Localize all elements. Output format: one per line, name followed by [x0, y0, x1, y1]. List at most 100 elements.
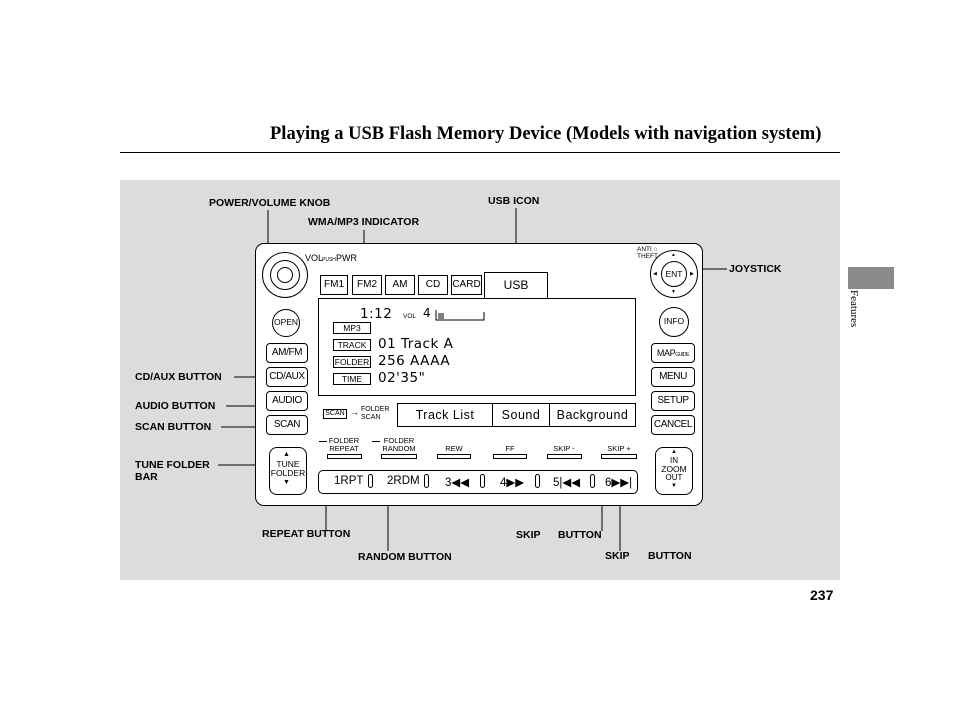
guide-label: GUIDE	[675, 352, 690, 358]
format-indicator: MP3	[333, 322, 371, 334]
callout-scan-button: SCAN BUTTON	[135, 421, 212, 433]
soft-key-6[interactable]	[601, 454, 637, 459]
soft-key-1[interactable]	[327, 454, 362, 459]
menu-track-list[interactable]: Track List	[397, 403, 493, 427]
section-tab	[848, 267, 894, 289]
page-number: 237	[810, 587, 834, 603]
tune-label: TUNE	[276, 459, 300, 469]
soft-label-skip-plus: SKIP +	[607, 444, 631, 453]
setup-button[interactable]: SETUP	[651, 391, 695, 411]
callout-usb-icon: USB ICON	[488, 195, 540, 207]
preset-1-rpt[interactable]: 1RPT	[334, 475, 364, 487]
am-fm-button[interactable]: AM/FM	[266, 343, 308, 363]
soft-label-ff: FF	[505, 444, 515, 453]
tune-folder-bar[interactable]	[269, 447, 307, 495]
soft-key-5[interactable]	[547, 454, 582, 459]
cancel-button[interactable]: CANCEL	[651, 415, 695, 435]
volume-level-bar	[435, 310, 485, 321]
folder-label: FOLDER	[270, 468, 306, 478]
tab-cd[interactable]: CD	[418, 275, 448, 295]
section-label: Features	[848, 290, 860, 328]
soft-key-4[interactable]	[493, 454, 527, 459]
open-button-label: OPEN	[273, 317, 299, 327]
callout-wma-mp3-indicator: WMA/MP3 INDICATOR	[308, 216, 420, 228]
joystick-left-icon: ◀	[653, 271, 657, 277]
tab-usb-active[interactable]: USB	[484, 272, 548, 298]
preset-separator	[480, 474, 485, 488]
menu-background[interactable]: Background	[549, 403, 636, 427]
callout-skip-2: SKIP	[605, 550, 630, 562]
folder-random-line	[372, 441, 380, 442]
zoom-label: ZOOM	[661, 464, 687, 474]
zoom-up-icon: ▲	[671, 449, 677, 455]
menu-sound[interactable]: Sound	[492, 403, 550, 427]
callout-skip-2-button: BUTTON	[648, 550, 692, 562]
audio-button[interactable]: AUDIO	[266, 391, 308, 411]
tune-up-icon: ▲	[283, 451, 290, 458]
display-screen	[318, 298, 636, 396]
scan-mini-indicator: SCAN	[323, 409, 347, 419]
zoom-bar[interactable]	[655, 447, 693, 495]
info-button[interactable]	[659, 307, 689, 337]
folder-repeat-line	[319, 441, 327, 442]
preset-2-rdm[interactable]: 2RDM	[387, 475, 420, 487]
callout-skip-1: SKIP	[516, 529, 541, 541]
joystick-down-icon: ▼	[671, 289, 676, 295]
tab-fm2[interactable]: FM2	[352, 275, 382, 295]
zoom-out-label: OUT	[665, 473, 683, 482]
callout-power-volume-knob: POWER/VOLUME KNOB	[209, 197, 331, 209]
time-value: 02'35"	[378, 370, 426, 386]
track-value: 01 Track A	[378, 336, 454, 352]
preset-3-rew[interactable]: 3◀◀	[445, 477, 470, 489]
callout-random-button: RANDOM BUTTON	[358, 551, 452, 563]
knob-center	[277, 267, 293, 283]
tab-card[interactable]: CARD	[451, 275, 482, 295]
callout-tune-folder-bar-2: BAR	[135, 471, 158, 483]
joystick-up-icon: ▲	[671, 252, 676, 258]
vol-label: VOL	[305, 253, 324, 263]
soft-label-rew: REW	[445, 444, 463, 453]
soft-label-skip-minus: SKIP -	[553, 444, 575, 453]
zoom-in-label: IN	[670, 456, 678, 465]
joystick-right-icon: ▶	[690, 271, 694, 277]
knob-inner	[270, 260, 300, 290]
callout-repeat-button: REPEAT BUTTON	[262, 528, 351, 540]
map-label: MAP	[656, 348, 676, 358]
map-guide-button[interactable]: MAPGUIDE	[651, 343, 695, 363]
callout-tune-folder-bar: TUNE FOLDER	[135, 459, 210, 471]
callout-skip-1-button: BUTTON	[558, 529, 602, 541]
tab-am[interactable]: AM	[385, 275, 415, 295]
cd-aux-button[interactable]: CD/AUX	[266, 367, 308, 387]
scan-button[interactable]: SCAN	[266, 415, 308, 435]
callout-joystick: JOYSTICK	[729, 263, 782, 275]
open-button[interactable]	[272, 309, 300, 337]
folder-value: 256 AAAA	[378, 353, 451, 369]
preset-separator	[368, 474, 373, 488]
preset-6-skip-fwd[interactable]: 6▶▶|	[605, 477, 633, 489]
soft-key-2[interactable]	[381, 454, 417, 459]
vol-value: 4	[423, 306, 432, 320]
zoom-down-icon: ▼	[671, 483, 677, 489]
push-label: PUSH	[322, 257, 336, 263]
ent-button[interactable]	[661, 261, 687, 287]
menu-button[interactable]: MENU	[651, 367, 695, 387]
preset-separator	[535, 474, 540, 488]
callout-audio-button: AUDIO BUTTON	[135, 400, 216, 412]
ent-button-label: ENT	[665, 269, 683, 279]
soft-key-3[interactable]	[437, 454, 471, 459]
track-indicator: TRACK	[333, 339, 371, 351]
clock-time: 1:12	[360, 306, 393, 322]
arrow-right-icon: →	[350, 407, 359, 417]
page-title: Playing a USB Flash Memory Device (Model…	[270, 124, 822, 144]
anti-theft-led-icon: ○	[653, 246, 658, 253]
title-rule	[120, 152, 840, 153]
time-indicator: TIME	[333, 373, 371, 385]
info-button-label: INFO	[663, 316, 685, 326]
preset-5-skip-back[interactable]: 5|◀◀	[553, 477, 581, 489]
preset-4-ff[interactable]: 4▶▶	[500, 477, 525, 489]
tab-fm1[interactable]: FM1	[320, 275, 348, 295]
preset-separator	[424, 474, 429, 488]
